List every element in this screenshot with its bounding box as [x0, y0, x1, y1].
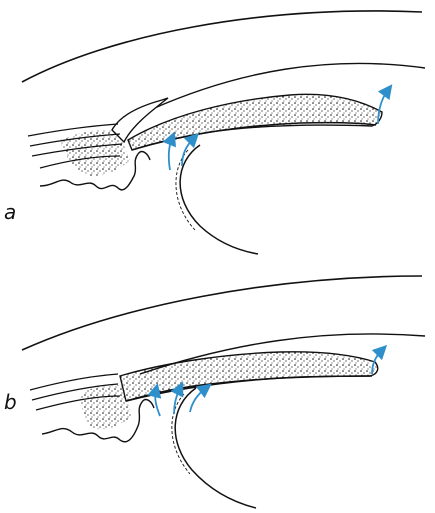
diagram-panel-b: b [0, 256, 435, 513]
eye-angle-drawing-a [0, 0, 435, 256]
curved-arrow-icon [169, 138, 172, 170]
panel-label-a: a [4, 202, 16, 222]
eye-angle-drawing-b [0, 256, 435, 513]
trabecular-meshwork [60, 130, 130, 176]
lens-capsule [180, 145, 258, 254]
lens-capsule [175, 388, 256, 508]
panel-label-b: b [4, 392, 17, 412]
curved-arrow-icon [174, 388, 180, 414]
diagram-panel-a: a [0, 0, 435, 256]
cornea-outer-line [22, 276, 422, 350]
cornea-outer-line [22, 11, 422, 82]
